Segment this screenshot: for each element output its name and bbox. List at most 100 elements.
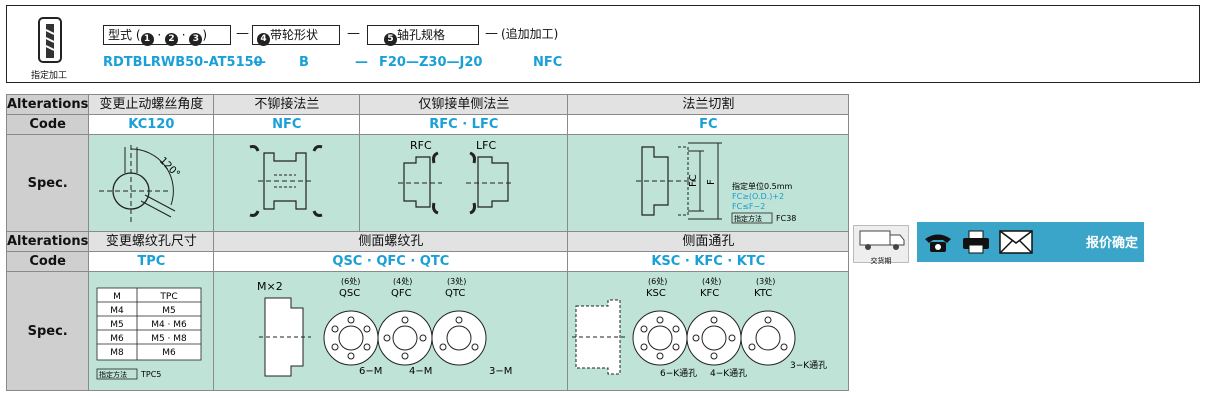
spec-ksc: (6处) KSC (4处) KFC (3处) KTC 6−K通孔 4−K通孔 [567,271,850,391]
dash-2: — [347,26,360,41]
model-label: 型式 ( [108,28,141,42]
code-nfc: NFC [213,114,361,135]
tpc-r2-m: M5 [111,320,125,330]
tpc-r4-m: M8 [111,348,125,358]
qtc-label: QTC [445,288,465,299]
code-rfc-lfc: RFC · LFC [359,114,569,135]
alterations-table: Alterations 变更止动螺丝角度 不铆接法兰 仅铆接单侧法兰 法兰切割 … [5,94,850,391]
drill-label: 指定加工 [31,71,68,81]
spec-tpc: M TPC M4 M5 M5 M4 · M6 M6 M5 · M8 M8 M6 … [88,271,215,391]
kfc-count: (4处) [702,276,721,286]
code-ksc: KSC · KFC · KTC [567,251,850,272]
printer-icon[interactable] [961,229,991,255]
mx2-label: M×2 [257,280,283,293]
tpc-r1-m: M4 [111,306,125,316]
truck-icon [859,230,905,250]
ktc-count: (3处) [756,276,775,286]
extra-process-label: (追加加工) [501,27,559,41]
circle-4: 4 [257,33,270,46]
lfc-label: LFC [476,139,496,152]
k4-label: 4−K通孔 [710,368,747,379]
fc-diagram: FC F 指定单位0.5mm FC≥(O.D.)+2 FC≤F−2 指定方法 F… [636,142,797,224]
code-tpc: TPC [88,251,215,272]
tpc-col-tpc: TPC [160,292,178,302]
alt-header-nfc: 不铆接法兰 [213,94,361,115]
tpc-r3-m: M6 [111,334,125,344]
rfc-lfc-diagram: RFC LFC [398,139,515,215]
spec-kc120: 120° [88,134,215,232]
quote-confirm-button[interactable]: 报价确定 [1085,236,1138,251]
code-bore: F20—Z30—J20 [379,55,483,70]
spec-rfc-lfc: RFC LFC [359,134,569,232]
spec-qsc: M×2 (6处) QSC (4处) QFC (3处) QTC [213,271,569,391]
tpc-example-code: TPC5 [140,370,161,379]
code-fc: FC [567,114,850,135]
tpc-r1-v: M5 [163,306,177,316]
spec-fc: FC F 指定单位0.5mm FC≥(O.D.)+2 FC≤F−2 指定方法 F… [567,134,850,232]
tpc-r3-v: M5 · M8 [152,334,188,344]
q6-label: 6−M [359,366,382,377]
fc-note-1: 指定单位0.5mm [732,181,793,191]
model-close: ) [202,28,208,42]
mail-icon[interactable] [999,230,1033,254]
alterations-label-2: Alterations [5,231,90,252]
alt-header-fc: 法兰切割 [567,94,850,115]
phone-icon[interactable] [923,230,953,254]
pulley-shape-label: 带轮形状 [270,28,319,42]
alterations-label: Alterations [5,94,90,115]
delivery-label: 交货期 [870,257,892,265]
alt-header-rfc: 仅铆接单侧法兰 [359,94,569,115]
spec-nfc [213,134,361,232]
ksc-count: (6处) [648,276,667,286]
drill-icon [38,17,62,63]
dash-3: — [485,26,498,41]
fc-example-label: 指定方法 [734,214,762,223]
code-dash-2: — [355,55,368,70]
spec-label: Spec. [5,134,90,232]
model-segment: 型式 (1 · 2 · 3) [103,25,231,46]
ksc-diagram: (6处) KSC (4处) KFC (3处) KTC 6−K通孔 4−K通孔 [572,276,828,379]
code-model: RDTBLRWB50-AT5150 [103,55,263,70]
code-label: Code [5,114,90,135]
k6-label: 6−K通孔 [660,368,697,379]
f-axis-label: F [706,179,717,185]
code-dash-1: — [253,55,266,70]
ksc-label: KSC [646,288,666,299]
circle-1: 1 [140,33,154,46]
code-qsc: QSC · QFC · QTC [213,251,569,272]
alt-header-qsc: 侧面螺纹孔 [213,231,569,252]
qfc-count: (4处) [393,276,412,286]
bore-spec-label: 轴孔规格 [397,28,446,42]
alt-header-tpc: 变更螺纹孔尺寸 [88,231,215,252]
dash-1: — [236,26,249,41]
fc-note-2: FC≥(O.D.)+2 [732,192,784,201]
code-label-2: Code [5,251,90,272]
angle-label: 120° [157,155,182,180]
tpc-example-label: 指定方法 [99,370,127,379]
spec-label-2: Spec. [5,271,90,391]
rfc-label: RFC [410,139,432,152]
code-shape: B [299,55,309,70]
fc-note-3: FC≤F−2 [732,202,765,211]
k3-label: 3−K通孔 [790,360,827,371]
fc-axis-label: FC [688,174,699,187]
tpc-r2-v: M4 · M6 [152,320,188,330]
qsc-label: QSC [339,288,360,299]
qfc-label: QFC [391,288,412,299]
q4-label: 4−M [409,366,432,377]
code-extra: NFC [533,55,563,70]
tpc-col-m: M [113,292,121,302]
delivery-button[interactable]: 交货期 [853,225,909,265]
qsc-diagram: M×2 (6处) QSC (4处) QFC (3处) QTC [257,276,512,377]
alt-header-ksc: 侧面通孔 [567,231,850,252]
ktc-label: KTC [754,288,772,299]
action-bar: 报价确定 [917,222,1144,262]
tpc-diagram: M TPC M4 M5 M5 M4 · M6 M6 M5 · M8 M8 M6 … [96,287,202,380]
code-kc120: KC120 [88,114,215,135]
tpc-r4-v: M6 [163,348,177,358]
qsc-count: (6处) [341,276,360,286]
kc-angle-diagram: 120° [99,145,182,223]
